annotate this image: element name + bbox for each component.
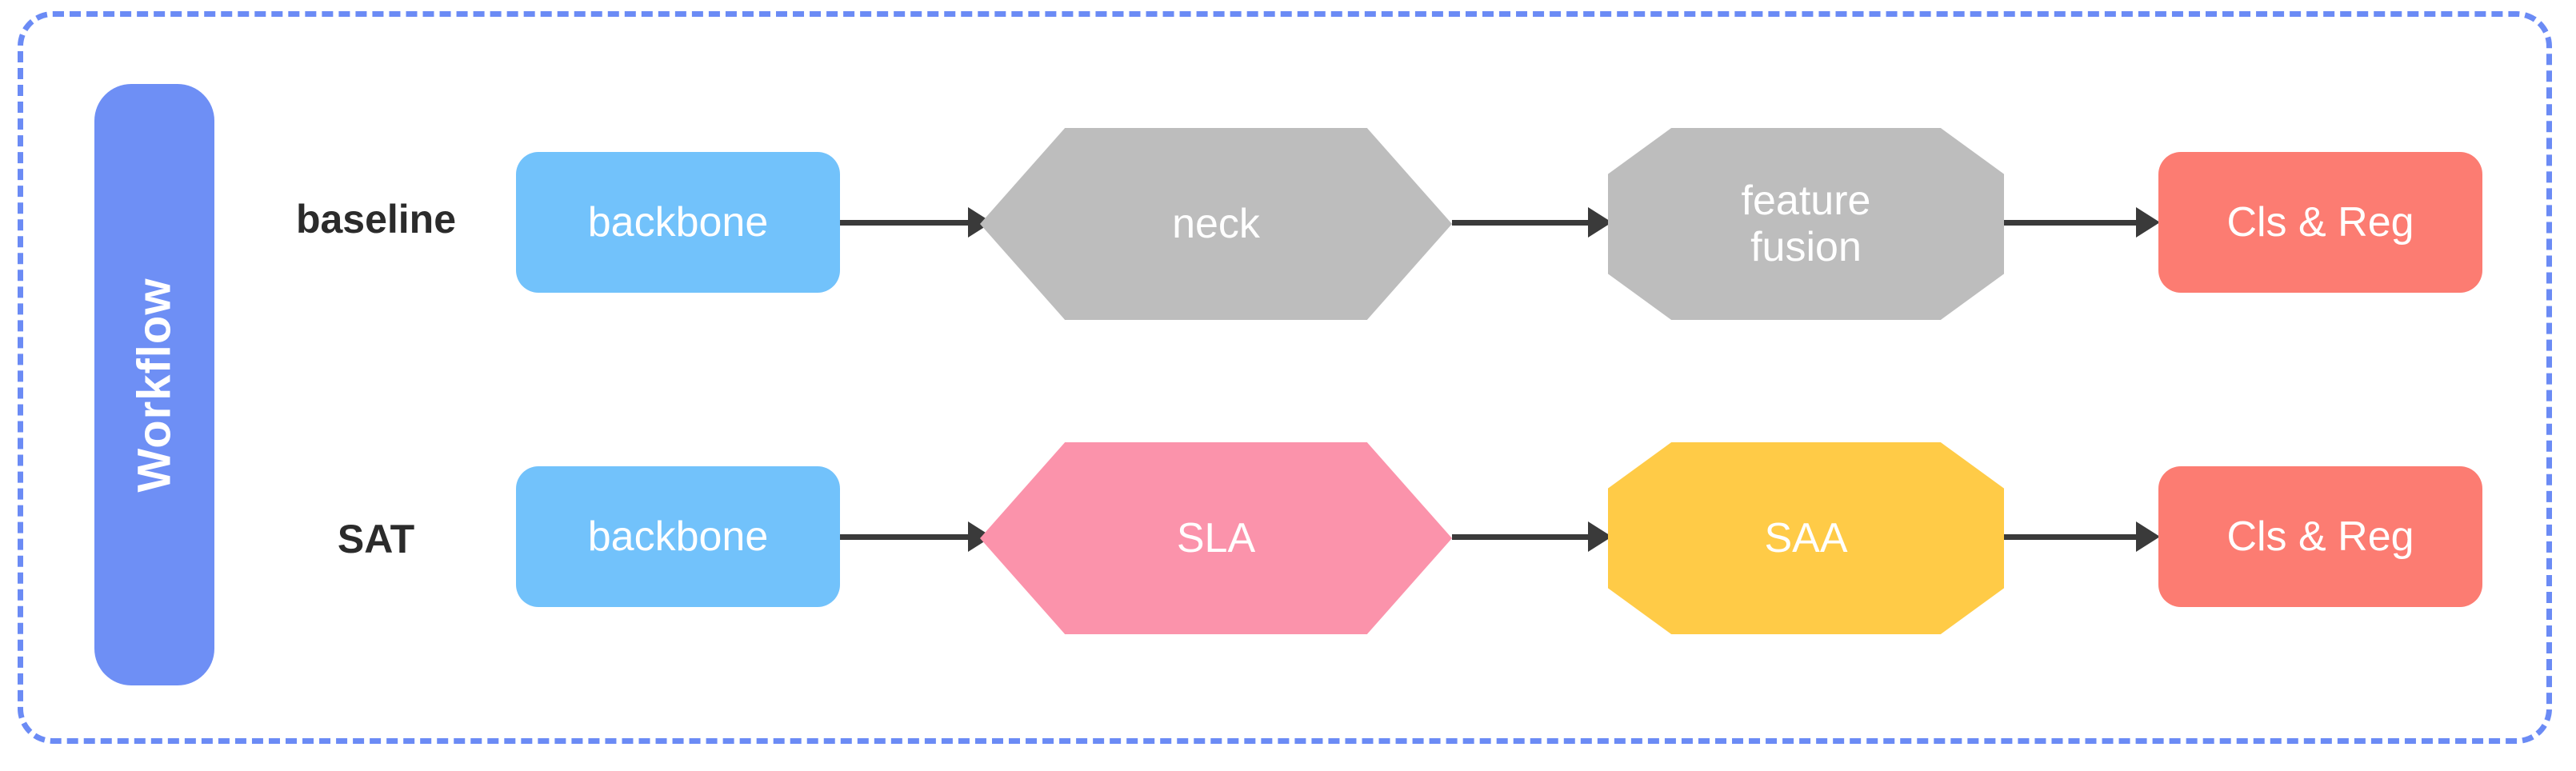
connector-shaft [2004, 533, 2137, 540]
node-baseline-feature-fusion-label: feature fusion [1741, 177, 1871, 270]
connector-sat-3 [2004, 521, 2160, 553]
workflow-side-label-text: Workflow [128, 278, 181, 492]
connector-sat-2 [1452, 521, 1612, 553]
node-baseline-backbone[interactable]: backbone [516, 152, 840, 293]
connector-shaft [840, 533, 969, 540]
row-label-sat: SAT [337, 517, 415, 561]
connector-sat-1 [840, 521, 992, 553]
node-sat-cls-reg-label: Cls & Reg [2226, 513, 2414, 560]
node-baseline-backbone-label: backbone [587, 198, 769, 246]
node-sat-saa-label: SAA [1764, 514, 1848, 561]
workflow-side-label: Workflow [94, 84, 214, 685]
connector-baseline-3 [2004, 206, 2160, 238]
connector-shaft [2004, 219, 2137, 226]
node-sat-backbone[interactable]: backbone [516, 466, 840, 607]
node-sat-sla-label: SLA [1176, 514, 1256, 561]
node-sat-sla[interactable]: SLA [980, 442, 1452, 634]
node-sat-backbone-label: backbone [587, 513, 769, 560]
connector-baseline-2 [1452, 206, 1612, 238]
node-baseline-cls-reg[interactable]: Cls & Reg [2158, 152, 2482, 293]
connector-shaft [1452, 219, 1589, 226]
node-baseline-neck-label: neck [1172, 200, 1260, 247]
connector-shaft [840, 219, 969, 226]
node-baseline-neck[interactable]: neck [980, 128, 1452, 320]
connector-baseline-1 [840, 206, 992, 238]
arrowhead-icon [2136, 521, 2160, 552]
row-label-baseline: baseline [295, 197, 457, 242]
node-sat-cls-reg[interactable]: Cls & Reg [2158, 466, 2482, 607]
arrowhead-icon [2136, 207, 2160, 238]
node-baseline-feature-fusion[interactable]: feature fusion [1608, 128, 2004, 320]
node-baseline-cls-reg-label: Cls & Reg [2226, 198, 2414, 246]
connector-shaft [1452, 533, 1589, 540]
node-sat-saa[interactable]: SAA [1608, 442, 2004, 634]
diagram-outer-frame [18, 11, 2552, 744]
